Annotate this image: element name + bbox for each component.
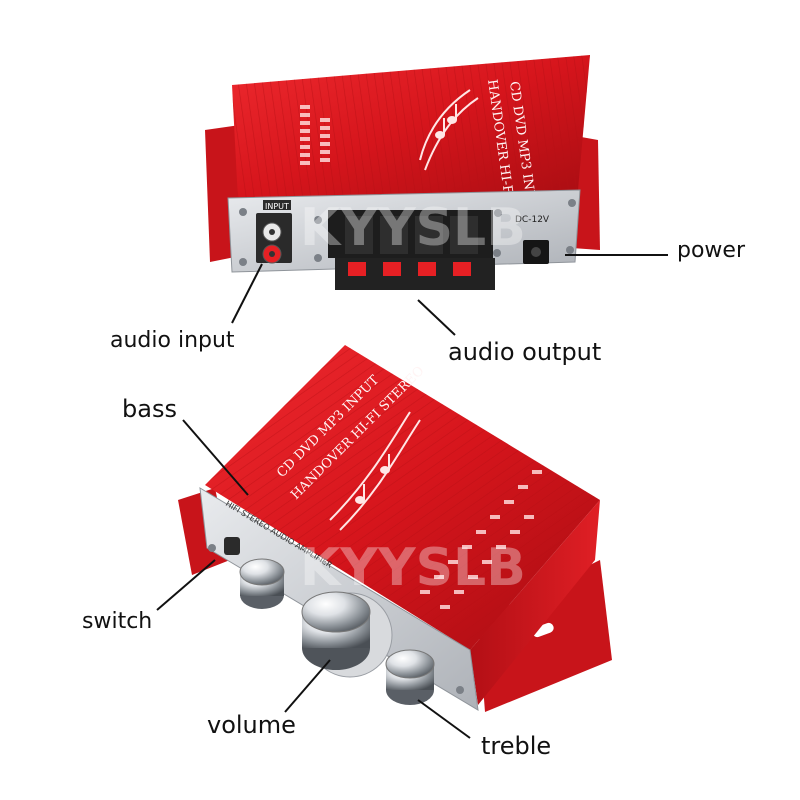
music-notes-icon [329,411,421,531]
callout-volume: volume [207,711,296,739]
callout-switch: switch [82,609,153,634]
callout-audio-input: audio input [110,328,235,353]
callout-lines [156,254,668,739]
top-input-label: INPUT [265,202,289,211]
volume-knob[interactable] [301,591,393,678]
bottom-mount-flange-right [478,560,612,712]
speaker-terminal-icon [328,210,495,290]
top-amplifier: CD DVD MP3 INPUT HANDOVER HI-FI STEREO I… [205,55,600,290]
power-switch[interactable] [224,537,240,555]
watermark-bottom: KYYSLB [300,538,526,598]
callout-bass: bass [122,395,177,423]
treble-knob[interactable] [385,649,435,705]
top-power-label: DC-12V [515,215,550,225]
bottom-amplifier: CD DVD MP3 INPUT HANDOVER HI-FI STEREO H… [178,345,612,712]
watermark-top: KYYSLB [300,198,526,258]
music-notes-icon [419,89,479,171]
callout-power: power [677,238,745,263]
bass-knob[interactable] [239,558,285,609]
callout-treble: treble [481,732,552,760]
callout-audio-output: audio output [448,338,602,366]
bottom-meter-dots [420,470,542,609]
rca-jack-icon [256,213,292,264]
top-meter-dots [300,105,330,165]
